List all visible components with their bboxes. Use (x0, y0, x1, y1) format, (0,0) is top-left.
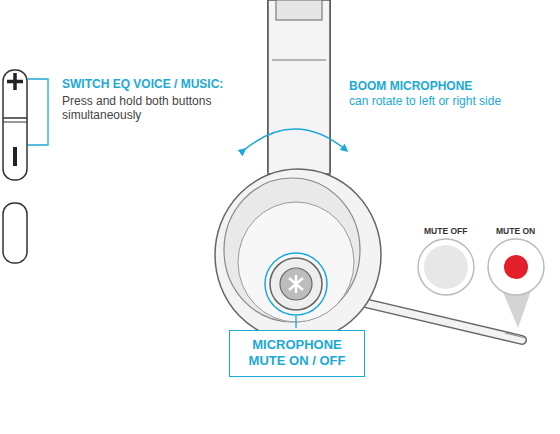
logo (289, 275, 303, 293)
function-button (3, 203, 27, 263)
minus-symbol (13, 147, 17, 166)
mute-button (270, 258, 322, 310)
part-note: can rotate to left or right side (349, 94, 549, 108)
ear-cup (215, 169, 381, 341)
mute-off-indicator (418, 239, 474, 295)
leader-line (295, 316, 296, 328)
control-note: Press and hold both buttons simultaneous… (62, 94, 262, 123)
callout-text: MICROPHONE MUTE ON / OFF (238, 337, 356, 370)
plus-symbol (7, 73, 23, 90)
headband (268, 0, 330, 174)
part-label: BOOM MICROPHONE (349, 79, 549, 93)
state-label: MUTE OFF (424, 226, 467, 236)
control-label: SWITCH EQ VOICE / MUSIC: (62, 77, 262, 91)
callout-box: MICROPHONE MUTE ON / OFF (229, 330, 365, 377)
rotate-arrow (244, 129, 346, 150)
highlight-ring (265, 253, 327, 315)
state-label: MUTE ON (496, 226, 535, 236)
bracket (28, 79, 48, 145)
mute-on-indicator (488, 239, 544, 295)
volume-rocker (3, 70, 27, 180)
